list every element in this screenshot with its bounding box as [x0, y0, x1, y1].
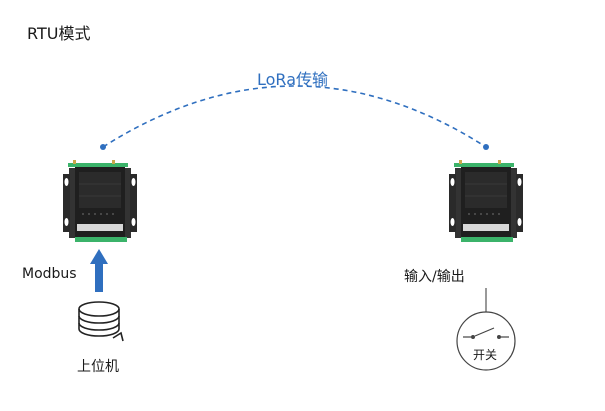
host-label: 上位机 [77, 359, 119, 375]
page-title: RTU模式 [27, 24, 91, 43]
lora-link-arc [102, 85, 487, 148]
rtu-device-right [449, 160, 523, 242]
database-icon [78, 301, 124, 342]
lora-link-label: LoRa传输 [257, 70, 328, 89]
modbus-label: Modbus [22, 266, 77, 282]
switch-icon [456, 311, 516, 371]
link-endpoint-left [100, 144, 106, 150]
rtu-device-left [63, 160, 137, 242]
switch-label: 开关 [473, 348, 498, 362]
link-endpoint-right [483, 144, 489, 150]
io-label: 输入/输出 [404, 269, 465, 285]
up-arrow-icon [90, 249, 108, 292]
